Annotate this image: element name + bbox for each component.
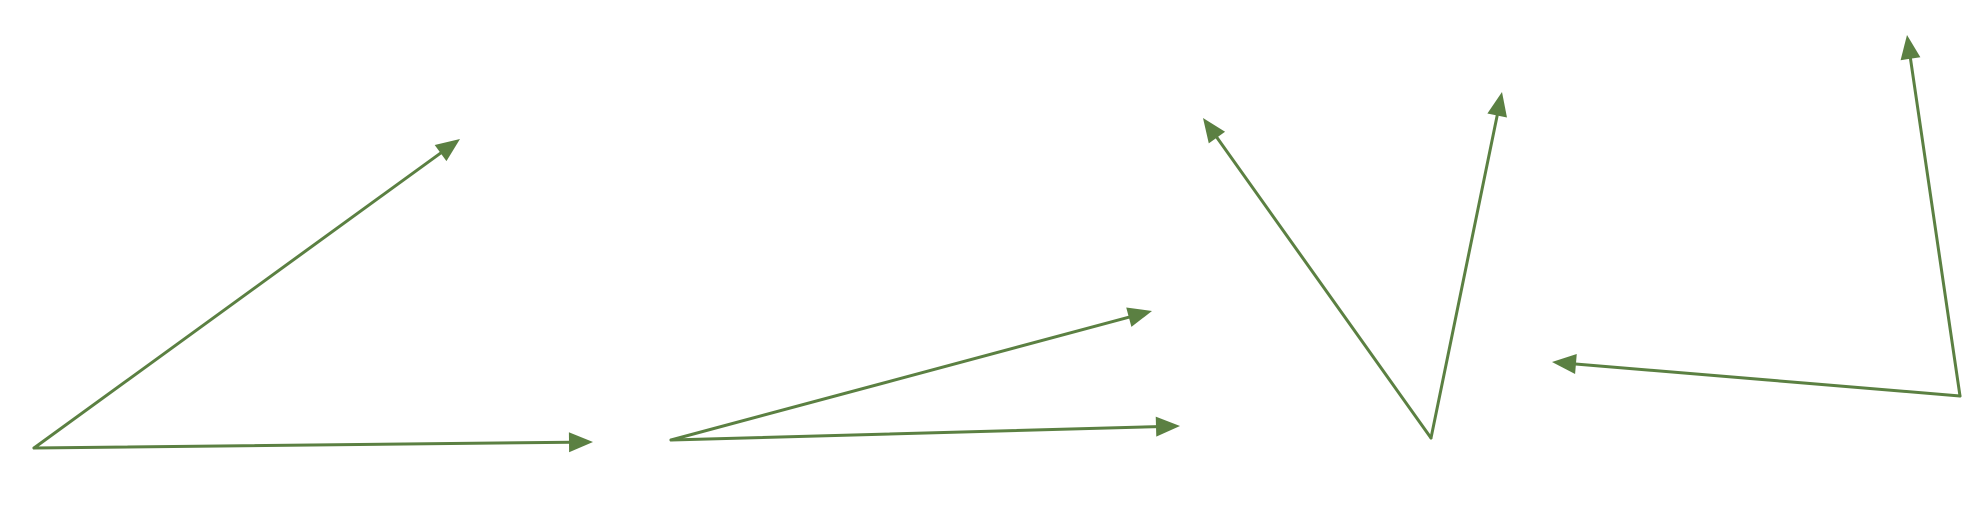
arrow-ray-3-2 [1429, 112, 1500, 440]
arrow-ray-1-1 [32, 150, 444, 450]
arrow-pair-2 [669, 307, 1180, 442]
arrow-ray-2-2 [669, 425, 1160, 442]
arrow-ray-1-2 [32, 440, 573, 450]
arrow-pair-1 [32, 139, 593, 453]
arrowhead-1-2 [568, 432, 593, 453]
arrowhead-4-1 [1552, 354, 1577, 374]
arrowhead-4-2 [1900, 35, 1921, 61]
arrow-pair-4 [1552, 35, 1962, 398]
arrowhead-2-1 [1126, 307, 1152, 327]
arrowhead-2-2 [1155, 416, 1180, 437]
arrow-ray-3-1 [1214, 134, 1433, 440]
arrowhead-3-1 [1203, 118, 1226, 144]
arrow-ray-4-1 [1572, 362, 1962, 398]
arrow-ray-4-2 [1908, 55, 1962, 398]
arrow-ray-2-1 [669, 315, 1133, 442]
arrow-pair-3 [1203, 92, 1507, 440]
arrowhead-3-2 [1487, 92, 1507, 118]
arrowhead-1-1 [434, 139, 460, 162]
